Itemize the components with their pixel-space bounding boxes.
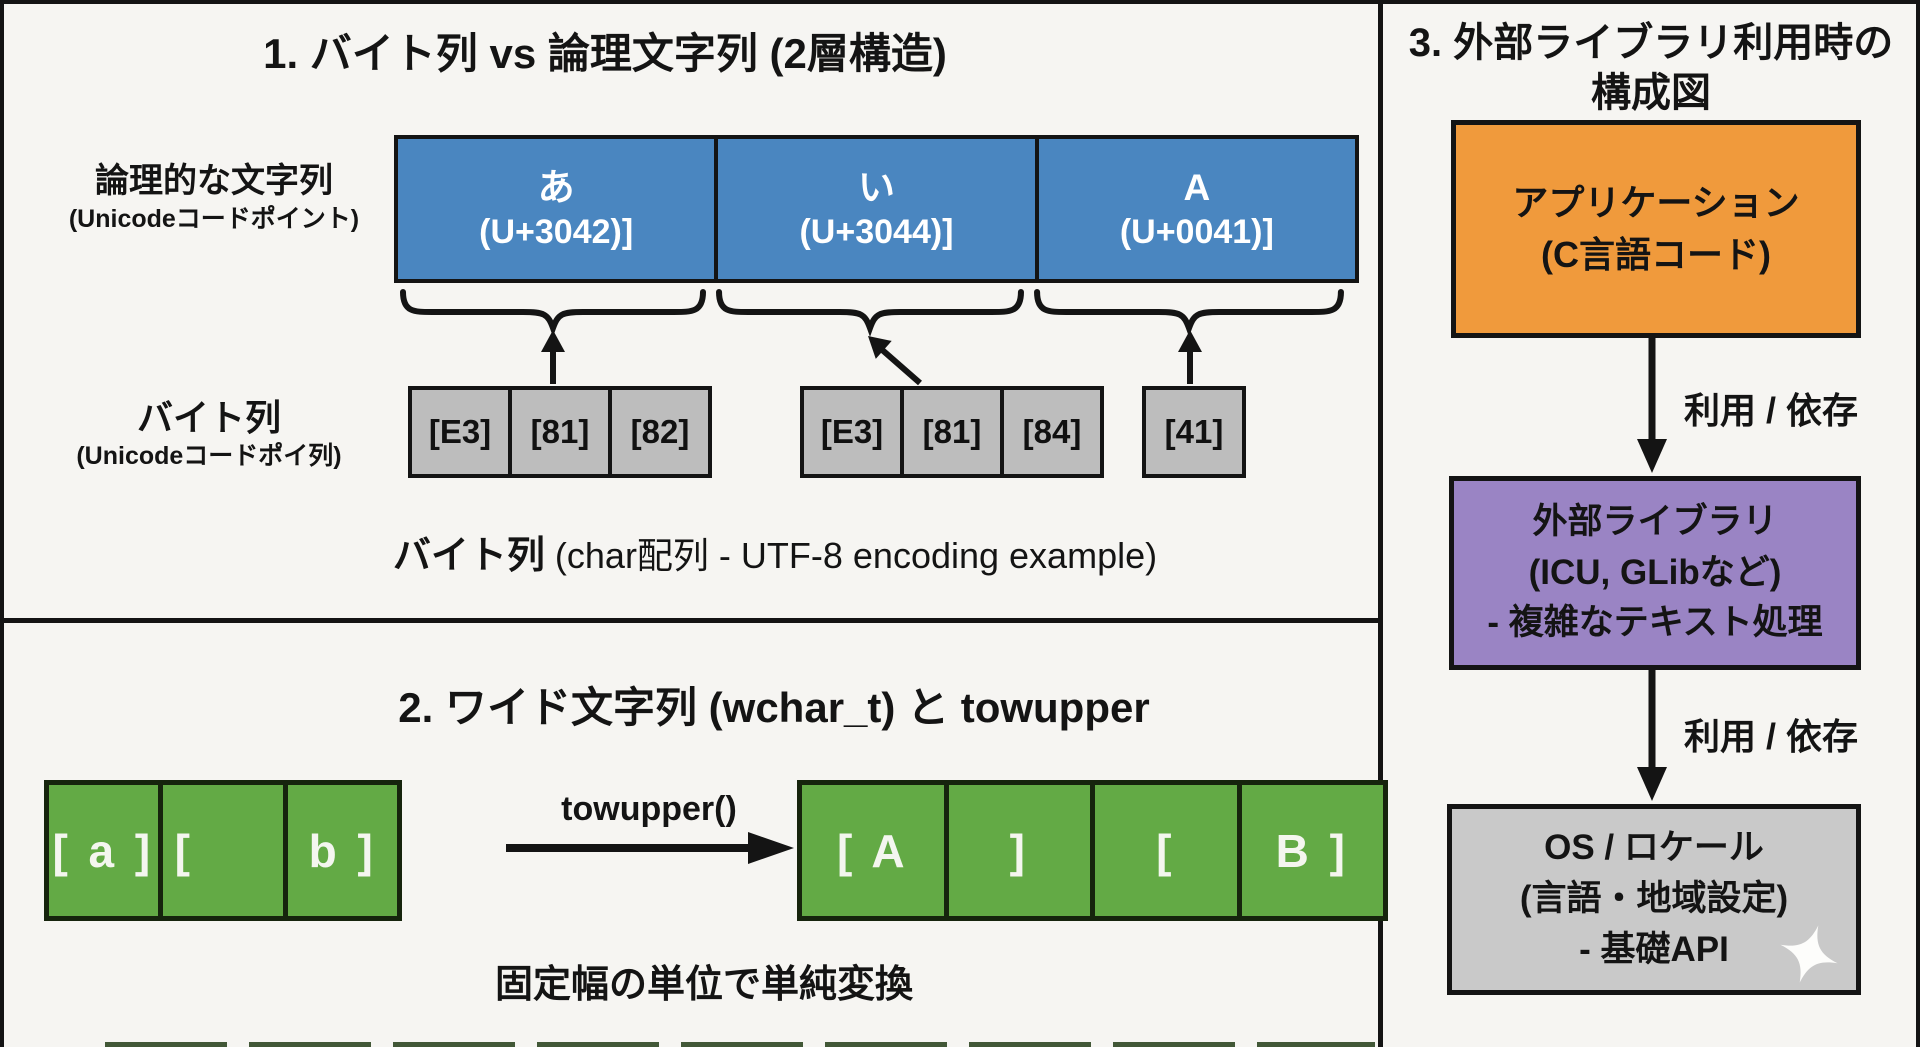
- byte-cell: [E3]: [800, 386, 904, 478]
- underbrace-3: [1034, 289, 1344, 337]
- codepoint-cell-a: あ (U+3042)]: [398, 139, 714, 279]
- dependency-label-1: 利用 / 依存: [1684, 390, 1859, 431]
- codepoint-value: (U+0041)]: [1119, 212, 1274, 251]
- byte-cell: [81]: [904, 386, 1004, 478]
- wide-cell: [: [157, 785, 284, 916]
- underbrace-1: [400, 289, 706, 337]
- wide-cell: b ]: [283, 785, 397, 916]
- byte-string-label: バイト列 (Unicodeコードポイ列): [30, 395, 388, 473]
- byte-group-3: [41]: [1142, 386, 1246, 478]
- codepoint-value: (U+3044)]: [799, 212, 954, 251]
- dependency-label-2: 利用 / 依存: [1684, 716, 1859, 757]
- panel1-caption-bold: バイト列: [392, 535, 545, 577]
- os-box-line2: (言語・地域設定): [1519, 879, 1789, 919]
- byte-group-2: [E3] [81] [84]: [800, 386, 1104, 478]
- panel3-title-line1: 3. 外部ライブラリ利用時の: [1408, 21, 1894, 65]
- panel1-caption-rest: (char配列 - UTF-8 encoding example): [544, 535, 1158, 576]
- codepoint-cell-i: い (U+3044)]: [714, 139, 1034, 279]
- codepoint-char: A: [1183, 166, 1211, 208]
- codepoint-row: あ (U+3042)] い (U+3044)] A (U+0041)]: [394, 135, 1359, 283]
- application-box: アプリケーション (C言語コード): [1451, 120, 1861, 338]
- byte-cell: [82]: [612, 386, 712, 478]
- panel1-caption: バイト列 (char配列 - UTF-8 encoding example): [250, 524, 1300, 579]
- vertical-divider: [1378, 0, 1383, 1047]
- cutoff-boxes-strip: [105, 1042, 1375, 1047]
- towupper-label: towupper(): [561, 790, 737, 828]
- dependency-arrow-1: [1637, 333, 1667, 473]
- codepoint-char: い: [857, 166, 895, 208]
- codepoint-char: あ: [537, 166, 575, 208]
- codepoint-cell-A: A (U+0041)]: [1034, 139, 1355, 279]
- panel3-title-line2: 構成図: [1591, 71, 1711, 115]
- os-box-line3: - 基礎API: [1579, 929, 1729, 969]
- wide-output-row: [ A ] [ B ]: [797, 780, 1388, 921]
- byte-cell: [E3]: [408, 386, 512, 478]
- sparkle-icon: [1780, 925, 1838, 983]
- byte-cell: [81]: [512, 386, 612, 478]
- codepoint-value: (U+3042)]: [479, 212, 634, 251]
- underbrace-2: [716, 289, 1024, 337]
- dependency-arrow-2: [1637, 665, 1667, 801]
- wide-cell: ]: [943, 785, 1091, 916]
- towupper-arrow: [506, 832, 794, 864]
- panel2-caption: 固定幅の単位で単純変換: [494, 964, 913, 1006]
- byte-to-codepoint-arrows: [541, 330, 1202, 386]
- application-box-line1: アプリケーション: [1512, 181, 1800, 223]
- wide-input-row: [ a ] [ b ]: [44, 780, 402, 921]
- library-box-line1: 外部ライブラリ: [1532, 501, 1778, 541]
- byte-cell: [41]: [1142, 386, 1246, 478]
- wide-cell: [: [1090, 785, 1237, 916]
- byte-cell: [84]: [1004, 386, 1104, 478]
- logical-string-label-sub: (Unicodeコードポイント): [68, 204, 360, 233]
- horizontal-divider: [0, 618, 1381, 623]
- library-box-line2: (ICU, GLibなど): [1528, 552, 1782, 592]
- os-box-line1: OS / ロケール: [1544, 828, 1764, 868]
- logical-string-label: 論理的な文字列 (Unicodeコードポイント): [40, 160, 388, 235]
- wide-cell: B ]: [1236, 785, 1384, 916]
- wide-cell: [ a ]: [52, 824, 155, 877]
- panel1-title: 1. バイト列 vs 論理文字列 (2層構造): [263, 30, 947, 77]
- os-locale-box: OS / ロケール (言語・地域設定) - 基礎API: [1447, 804, 1861, 995]
- library-box: 外部ライブラリ (ICU, GLibなど) - 複雑なテキスト処理: [1449, 476, 1861, 670]
- panel2-title: 2. ワイド文字列 (wchar_t) と towupper: [398, 684, 1150, 731]
- library-box-line3: - 複雑なテキスト処理: [1487, 603, 1823, 643]
- wide-cell: [ A: [836, 824, 909, 877]
- byte-string-label-main: バイト列: [136, 397, 281, 438]
- byte-group-1: [E3] [81] [82]: [408, 386, 712, 478]
- byte-string-label-sub: (Unicodeコードポイ列): [76, 442, 342, 470]
- application-box-line2: (C言語コード): [1541, 234, 1771, 275]
- logical-string-label-main: 論理的な文字列: [95, 162, 333, 200]
